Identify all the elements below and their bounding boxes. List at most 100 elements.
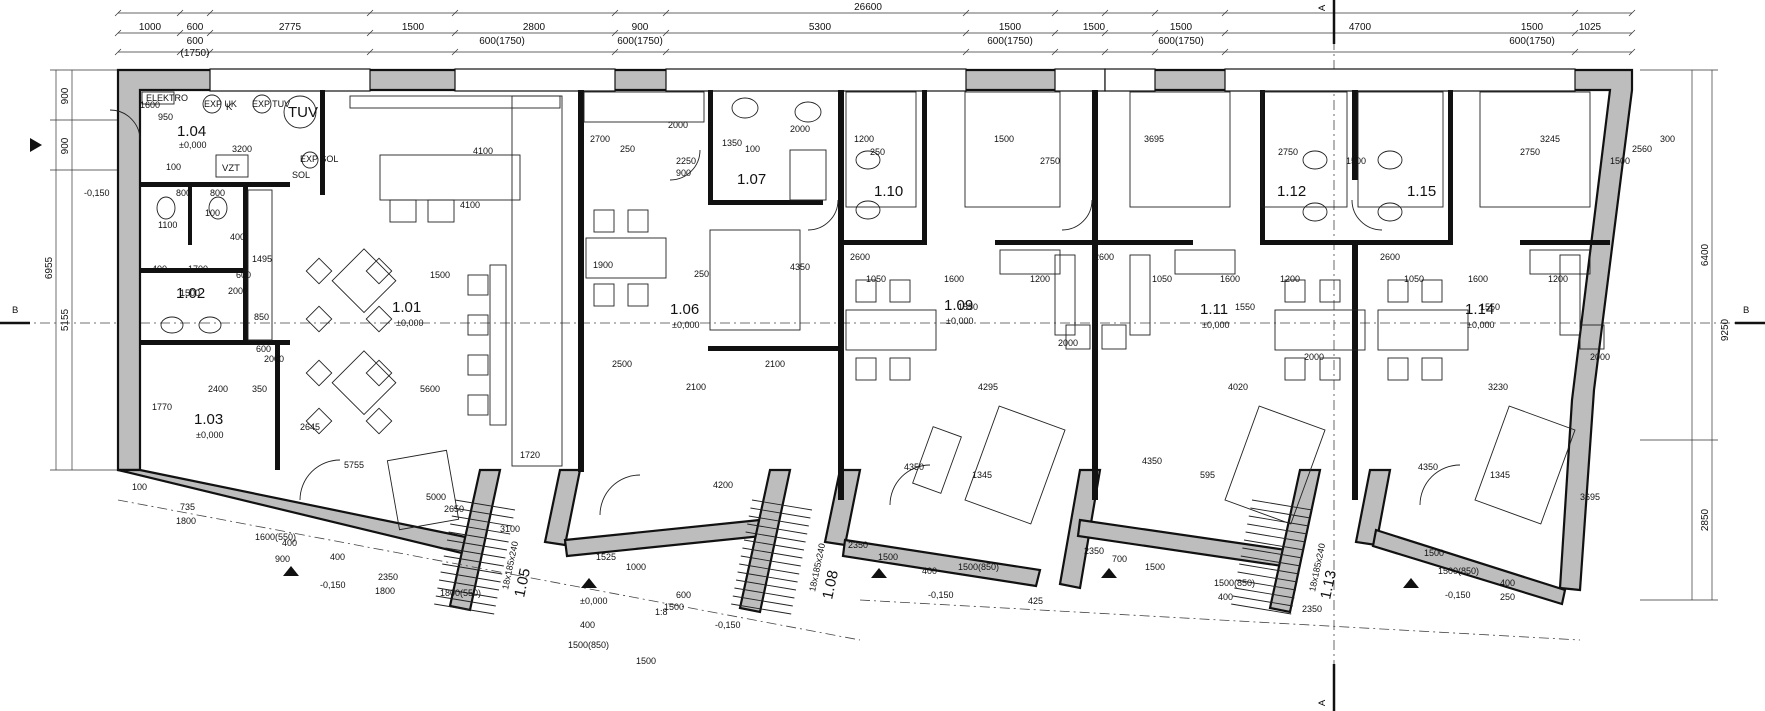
section-b-left: B [12, 305, 18, 316]
inner-dim-103: 2350 [848, 540, 868, 550]
inner-dim-81: 1050 [1404, 274, 1424, 284]
inner-dim-6: 100 [205, 208, 220, 218]
inner-dim-97: 900 [275, 554, 290, 564]
room-1.05: 1.05 [511, 567, 534, 599]
room-labels: 1.01 ±0,000 1.02 1.03 ±0,000 1.04 ±0,000… [176, 123, 1494, 601]
inner-dim-113: 2350 [1302, 604, 1322, 614]
inner-dim-12: 2000 [228, 286, 248, 296]
inner-dim-54: 1500 [994, 134, 1014, 144]
inner-dim-72: 1550 [1235, 302, 1255, 312]
inner-dim-40: 4350 [790, 262, 810, 272]
inner-dim-23: 4100 [460, 200, 480, 210]
inner-dim-116: 400 [1500, 578, 1515, 588]
inner-dim-29: 1495 [252, 254, 272, 264]
dim-left-1: 900 [60, 137, 71, 154]
room-1.06: 1.06 [670, 301, 699, 318]
entry-arrow-2 [581, 578, 597, 588]
inner-dim-77: 3245 [1540, 134, 1560, 144]
inner-dim-105: 1500(850) [958, 562, 999, 572]
inner-dim-102: 400 [580, 620, 595, 630]
inner-dim-68: 2600 [1094, 252, 1114, 262]
inner-dim-21: 5755 [344, 460, 364, 470]
inner-dim-91: 300 [1660, 134, 1675, 144]
label-slope: 1:8 [655, 607, 668, 617]
entry-arrow-4 [1101, 568, 1117, 578]
door-mark-0b: (1750) [181, 48, 210, 59]
inner-dim-108: 2350 [1084, 546, 1104, 556]
inner-dim-71: 1200 [1280, 274, 1300, 284]
inner-dim-51: 1500 [636, 656, 656, 666]
inner-dim-63: 4350 [904, 462, 924, 472]
inner-dim-101: 1800(550) [440, 588, 481, 598]
dim-top-1: 600 [187, 22, 204, 33]
label-outside-level-3: -0,150 [1445, 590, 1471, 600]
tech-labels: ELEKTRO EXP UK K EXP TUV TUV EXP SOL SOL… [84, 93, 1471, 630]
inner-dim-94: 1800 [176, 516, 196, 526]
inner-dim-69: 1050 [1152, 274, 1172, 284]
inner-dim-70: 1600 [1220, 274, 1240, 284]
inner-dim-20: 2645 [300, 422, 320, 432]
inner-dim-1: 950 [158, 112, 173, 122]
inner-dim-25: 5600 [420, 384, 440, 394]
inner-dim-82: 1600 [1468, 274, 1488, 284]
label-outside-level-0: -0,150 [84, 188, 110, 198]
inner-dim-37: 2000 [790, 124, 810, 134]
inner-dim-74: 4020 [1228, 382, 1248, 392]
level-1.14: ±0,000 [1467, 320, 1494, 330]
door-mark-5: 600(1750) [1509, 36, 1555, 47]
right-dimensions: 6400 9250 2850 [1640, 69, 1731, 601]
inner-dim-90: 2560 [1632, 144, 1652, 154]
label-entry-level: ±0,000 [580, 596, 607, 606]
inner-dim-110: 1500 [1145, 562, 1165, 572]
inner-dim-7: 400 [230, 232, 245, 242]
inner-dim-4: 800 [176, 188, 191, 198]
dim-right-0: 6400 [1700, 243, 1711, 266]
inner-dim-115: 1500(850) [1438, 566, 1479, 576]
inner-dim-16: 2000 [264, 354, 284, 364]
label-exp-tuv: EXP TUV [252, 99, 290, 109]
interior-walls [140, 90, 1610, 500]
inner-dim-107: 425 [1028, 596, 1043, 606]
inner-dim-73: 2000 [1304, 352, 1324, 362]
inner-dim-55: 2750 [1040, 156, 1060, 166]
inner-dim-111: 1500(850) [1214, 578, 1255, 588]
inner-dim-43: 2100 [686, 382, 706, 392]
room-1.04: 1.04 [177, 123, 206, 140]
label-vzt: VZT [222, 163, 240, 174]
dim-left-0: 900 [60, 87, 71, 104]
dim-left-2: 6955 [44, 256, 55, 279]
door-mark-1: 600(1750) [479, 36, 525, 47]
inner-dim-32: 2250 [676, 156, 696, 166]
inner-dim-5: 800 [210, 188, 225, 198]
inner-dim-8: 1100 [158, 220, 177, 230]
room-1.10: 1.10 [874, 183, 903, 200]
label-sol: SOL [292, 170, 310, 180]
inner-dim-10: 1700 [188, 264, 208, 274]
inner-dim-11: 600 [236, 270, 251, 280]
dim-top-12: 1025 [1579, 22, 1602, 33]
dim-left-3: 5155 [60, 308, 71, 331]
door-mark-4: 600(1750) [1158, 36, 1204, 47]
inner-dim-61: 2000 [1058, 338, 1078, 348]
inner-dim-80: 2600 [1380, 252, 1400, 262]
level-1.11: ±0,000 [1202, 320, 1229, 330]
room-1.07: 1.07 [737, 171, 766, 188]
inner-dim-64: 1345 [972, 470, 992, 480]
inner-dim-89: 3695 [1580, 492, 1600, 502]
dim-right-2: 2850 [1700, 508, 1711, 531]
inner-dim-15: 600 [256, 344, 271, 354]
inner-dim-26: 5000 [426, 492, 446, 502]
inner-dim-85: 2000 [1590, 352, 1610, 362]
door-mark-2: 600(1750) [617, 36, 663, 47]
inner-dim-92: 100 [132, 482, 147, 492]
label-exp-sol: EXP SOL [300, 154, 338, 164]
inner-dim-36: 100 [745, 144, 760, 154]
inner-dim-45: 3100 [500, 524, 520, 534]
inner-dim-104: 1500 [878, 552, 898, 562]
inner-dim-50: 1500(850) [568, 640, 609, 650]
room-1.03: 1.03 [194, 411, 223, 428]
room-1.02: 1.02 [176, 285, 205, 302]
label-tuv: TUV [288, 104, 318, 121]
room-1.08: 1.08 [819, 569, 842, 601]
label-exp-uk: EXP UK [204, 99, 237, 109]
